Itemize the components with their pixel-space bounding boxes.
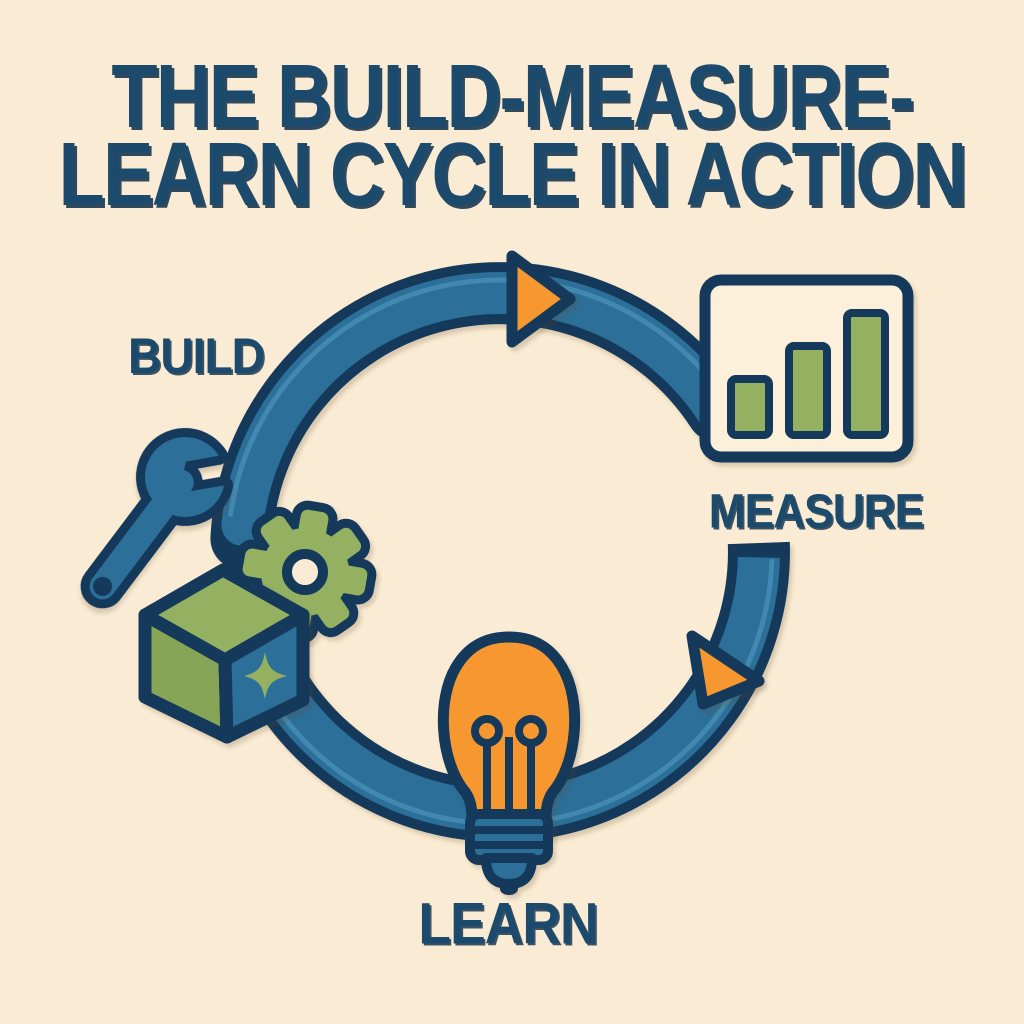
bulb-tip: [500, 883, 518, 895]
chart-bar-2: [785, 342, 831, 439]
chart-bar-1: [727, 375, 773, 439]
cycle-ring: [210, 262, 790, 842]
cycle-arrows: [506, 250, 765, 710]
title-line-1: THE BUILD-MEASURE-: [111, 46, 914, 147]
bulb-filament: [471, 715, 547, 814]
stage-label-build: BUILD: [128, 328, 265, 384]
sparkle-icon: [244, 652, 287, 699]
bar-chart-icon: [699, 274, 914, 463]
bulb-base: [481, 853, 537, 889]
stage-label-learn: LEARN: [418, 891, 598, 957]
page-title: THE BUILD-MEASURE- LEARN CYCLE IN ACTION: [0, 46, 1024, 225]
title-line-2: LEARN CYCLE IN ACTION: [58, 124, 968, 225]
wrench-hole: [93, 576, 113, 596]
chart-bar-3: [843, 309, 889, 439]
cube-icon: [138, 563, 310, 744]
arrow-right-icon: [686, 630, 765, 710]
lightbulb-icon: [437, 631, 581, 895]
gear-hub: [282, 549, 328, 595]
stage-label-measure: MEASURE: [708, 485, 924, 539]
wrench-icon: [80, 428, 234, 609]
arrow-top-icon: [506, 250, 576, 348]
